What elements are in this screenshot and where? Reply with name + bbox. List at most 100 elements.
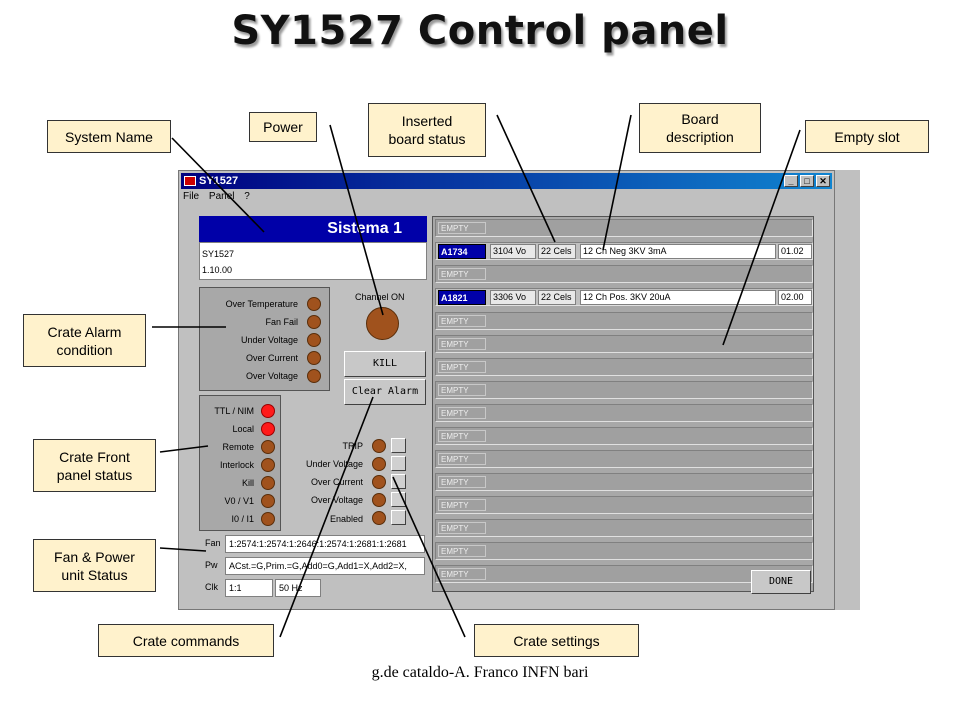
clk-field: 1:1 [225, 579, 273, 597]
empty-slot-label: EMPTY [438, 384, 486, 396]
front-led [261, 458, 275, 472]
slot-row[interactable]: EMPTY [435, 404, 813, 422]
setting-led [372, 511, 386, 525]
background-window [835, 170, 860, 610]
board-description: 12 Ch Neg 3KV 3mA [580, 244, 776, 259]
slot-row[interactable]: EMPTY [435, 519, 813, 537]
slot-row[interactable]: A1734 3104 Vo 22 Cels 12 Ch Neg 3KV 3mA … [435, 242, 813, 260]
front-led [261, 512, 275, 526]
clk-label: Clk [205, 582, 218, 592]
setting-led [372, 439, 386, 453]
board-description: 12 Ch Pos. 3KV 20uA [580, 290, 776, 305]
slot-row[interactable]: EMPTY [435, 381, 813, 399]
empty-slot-label: EMPTY [438, 453, 486, 465]
menu-panel[interactable]: Panel [208, 191, 235, 202]
window-title: SY1527 [199, 175, 239, 187]
fan-status-field: 1:2574:1:2574:1:2646:1:2574:1:2681:1:268… [225, 535, 425, 553]
front-label: Interlock [219, 460, 254, 470]
alarm-led [307, 351, 321, 365]
slot-row[interactable]: EMPTY [435, 312, 813, 330]
pw-status-field: ACst.=G,Prim.=G,Add0=G,Add1=X,Add2=X, [225, 557, 425, 575]
clear-alarm-button[interactable]: Clear Alarm [344, 379, 426, 405]
slot-row[interactable]: EMPTY [435, 496, 813, 514]
setting-checkbox[interactable] [391, 456, 406, 471]
board-revision: 02.00 [778, 290, 812, 305]
empty-slot-label: EMPTY [438, 407, 486, 419]
board-voltage: 3306 Vo [490, 290, 536, 305]
slide-footer: g.de cataldo-A. Franco INFN bari [371, 664, 589, 681]
callout-board-description: Board description [639, 103, 761, 153]
window-titlebar[interactable]: SY1527 _ □ ✕ [181, 173, 832, 189]
empty-slot-label: EMPTY [438, 268, 486, 280]
callout-crate-commands: Crate commands [98, 624, 274, 657]
setting-checkbox[interactable] [391, 510, 406, 525]
slot-row[interactable]: EMPTY [435, 450, 813, 468]
slot-row[interactable]: EMPTY [435, 265, 813, 283]
fan-label: Fan [205, 538, 221, 548]
slot-row[interactable]: EMPTY [435, 542, 813, 560]
front-label: Local [232, 424, 254, 434]
alarm-label: Under Voltage [240, 335, 298, 345]
alarm-led [307, 315, 321, 329]
alarm-led [307, 369, 321, 383]
alarm-label: Over Voltage [245, 371, 298, 381]
front-label: I0 / I1 [231, 514, 254, 524]
callout-power: Power [249, 112, 317, 142]
callout-crate-settings: Crate settings [474, 624, 639, 657]
callout-crate-alarm: Crate Alarm condition [23, 314, 146, 367]
menu-file[interactable]: File [183, 191, 200, 202]
setting-checkbox[interactable] [391, 492, 406, 507]
system-name: Sistema 1 [199, 216, 427, 242]
callout-inserted-board: Inserted board status [368, 103, 486, 157]
board-cells: 22 Cels [538, 244, 576, 259]
front-label: Kill [241, 478, 254, 488]
board-name: A1734 [438, 244, 486, 259]
slot-row[interactable]: EMPTY [435, 427, 813, 445]
slot-row[interactable]: EMPTY [435, 358, 813, 376]
power-led [366, 307, 399, 340]
board-revision: 01.02 [778, 244, 812, 259]
setting-checkbox[interactable] [391, 474, 406, 489]
setting-label: Enabled [329, 514, 363, 524]
front-label: Remote [222, 442, 254, 452]
clk-freq-field: 50 Hz [275, 579, 321, 597]
front-led [261, 476, 275, 490]
empty-slot-label: EMPTY [438, 222, 486, 234]
slot-row[interactable]: EMPTY [435, 219, 813, 237]
menu-help[interactable]: ? [244, 191, 250, 202]
front-panel-status: TTL / NIM Local Remote Interlock Kill V0… [199, 395, 281, 531]
kill-button[interactable]: KILL [344, 351, 426, 377]
close-button[interactable]: ✕ [816, 175, 830, 187]
board-name: A1821 [438, 290, 486, 305]
slot-row[interactable]: EMPTY [435, 473, 813, 491]
setting-led [372, 457, 386, 471]
slot-row[interactable]: EMPTY [435, 335, 813, 353]
alarm-label: Fan Fail [265, 317, 298, 327]
alarm-led [307, 333, 321, 347]
maximize-button[interactable]: □ [800, 175, 814, 187]
setting-led [372, 475, 386, 489]
callout-empty-slot: Empty slot [805, 120, 929, 153]
done-button[interactable]: DONE [751, 570, 811, 594]
setting-label: Over Voltage [310, 495, 363, 505]
slide-title: SY1527 Control panel [231, 8, 729, 54]
empty-slot-label: EMPTY [438, 476, 486, 488]
pw-label: Pw [205, 560, 218, 570]
empty-slot-label: EMPTY [438, 430, 486, 442]
setting-checkbox[interactable] [391, 438, 406, 453]
callout-crate-front: Crate Front panel status [33, 439, 156, 492]
slot-row[interactable]: A1821 3306 Vo 22 Cels 12 Ch Pos. 3KV 20u… [435, 288, 813, 306]
front-led [261, 422, 275, 436]
minimize-button[interactable]: _ [784, 175, 798, 187]
board-voltage: 3104 Vo [490, 244, 536, 259]
front-led [261, 494, 275, 508]
setting-led [372, 493, 386, 507]
front-label: V0 / V1 [224, 496, 254, 506]
setting-label: Over Current [310, 477, 363, 487]
empty-slot-label: EMPTY [438, 545, 486, 557]
system-info: SY1527 1.10.00 [199, 242, 427, 280]
empty-slot-label: EMPTY [438, 315, 486, 327]
front-label: TTL / NIM [214, 406, 254, 416]
channel-on-label: Channel ON [355, 292, 405, 302]
app-icon [184, 176, 196, 186]
